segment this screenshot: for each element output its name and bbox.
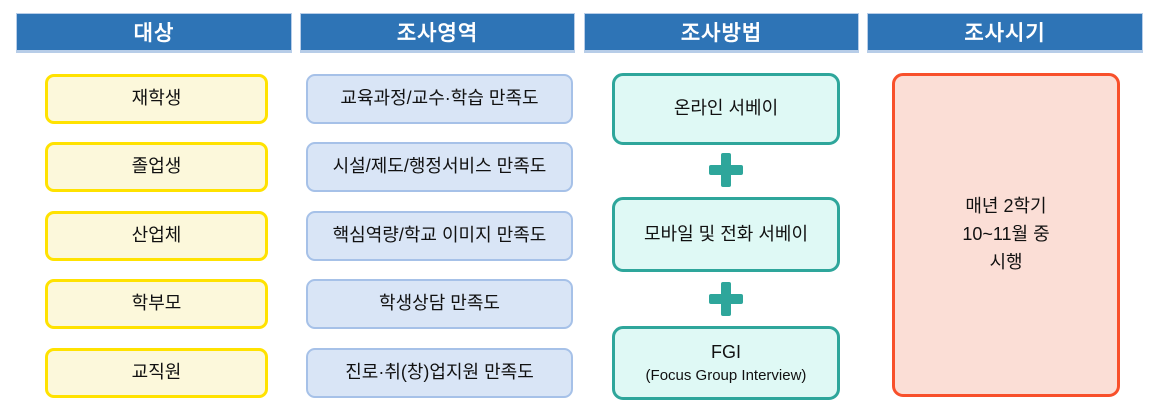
method-box-mobile-phone: 모바일 및 전화 서베이 xyxy=(612,197,840,272)
fgi-subtitle: (Focus Group Interview) xyxy=(645,366,807,384)
method-box-online: 온라인 서베이 xyxy=(612,73,840,145)
fgi-title: FGI xyxy=(711,341,741,362)
target-item-staff: 교직원 xyxy=(45,348,268,398)
timing-line-semester: 매년 2학기 xyxy=(965,196,1047,217)
column-header-methods: 조사방법 xyxy=(584,13,859,53)
target-item-graduates: 졸업생 xyxy=(45,142,268,192)
target-item-industry: 산업체 xyxy=(45,211,268,261)
area-item-competency: 핵심역량/학교 이미지 만족도 xyxy=(306,211,573,261)
timing-line-months: 10~11월 중 xyxy=(962,224,1050,245)
area-item-counseling: 학생상담 만족도 xyxy=(306,279,573,329)
column-header-timing: 조사시기 xyxy=(867,13,1143,53)
column-header-areas: 조사영역 xyxy=(300,13,575,53)
plus-icon xyxy=(709,153,743,187)
timing-box: 매년 2학기 10~11월 중 시행 xyxy=(892,73,1120,397)
area-item-career: 진로·취(창)업지원 만족도 xyxy=(306,348,573,398)
area-item-facilities: 시설/제도/행정서비스 만족도 xyxy=(306,142,573,192)
column-header-target: 대상 xyxy=(16,13,292,53)
area-item-curriculum: 교육과정/교수·학습 만족도 xyxy=(306,74,573,124)
plus-icon xyxy=(709,282,743,316)
target-item-parents: 학부모 xyxy=(45,279,268,329)
timing-line-execute: 시행 xyxy=(989,251,1023,272)
target-item-students: 재학생 xyxy=(45,74,268,124)
method-box-fgi: FGI (Focus Group Interview) xyxy=(612,326,840,400)
